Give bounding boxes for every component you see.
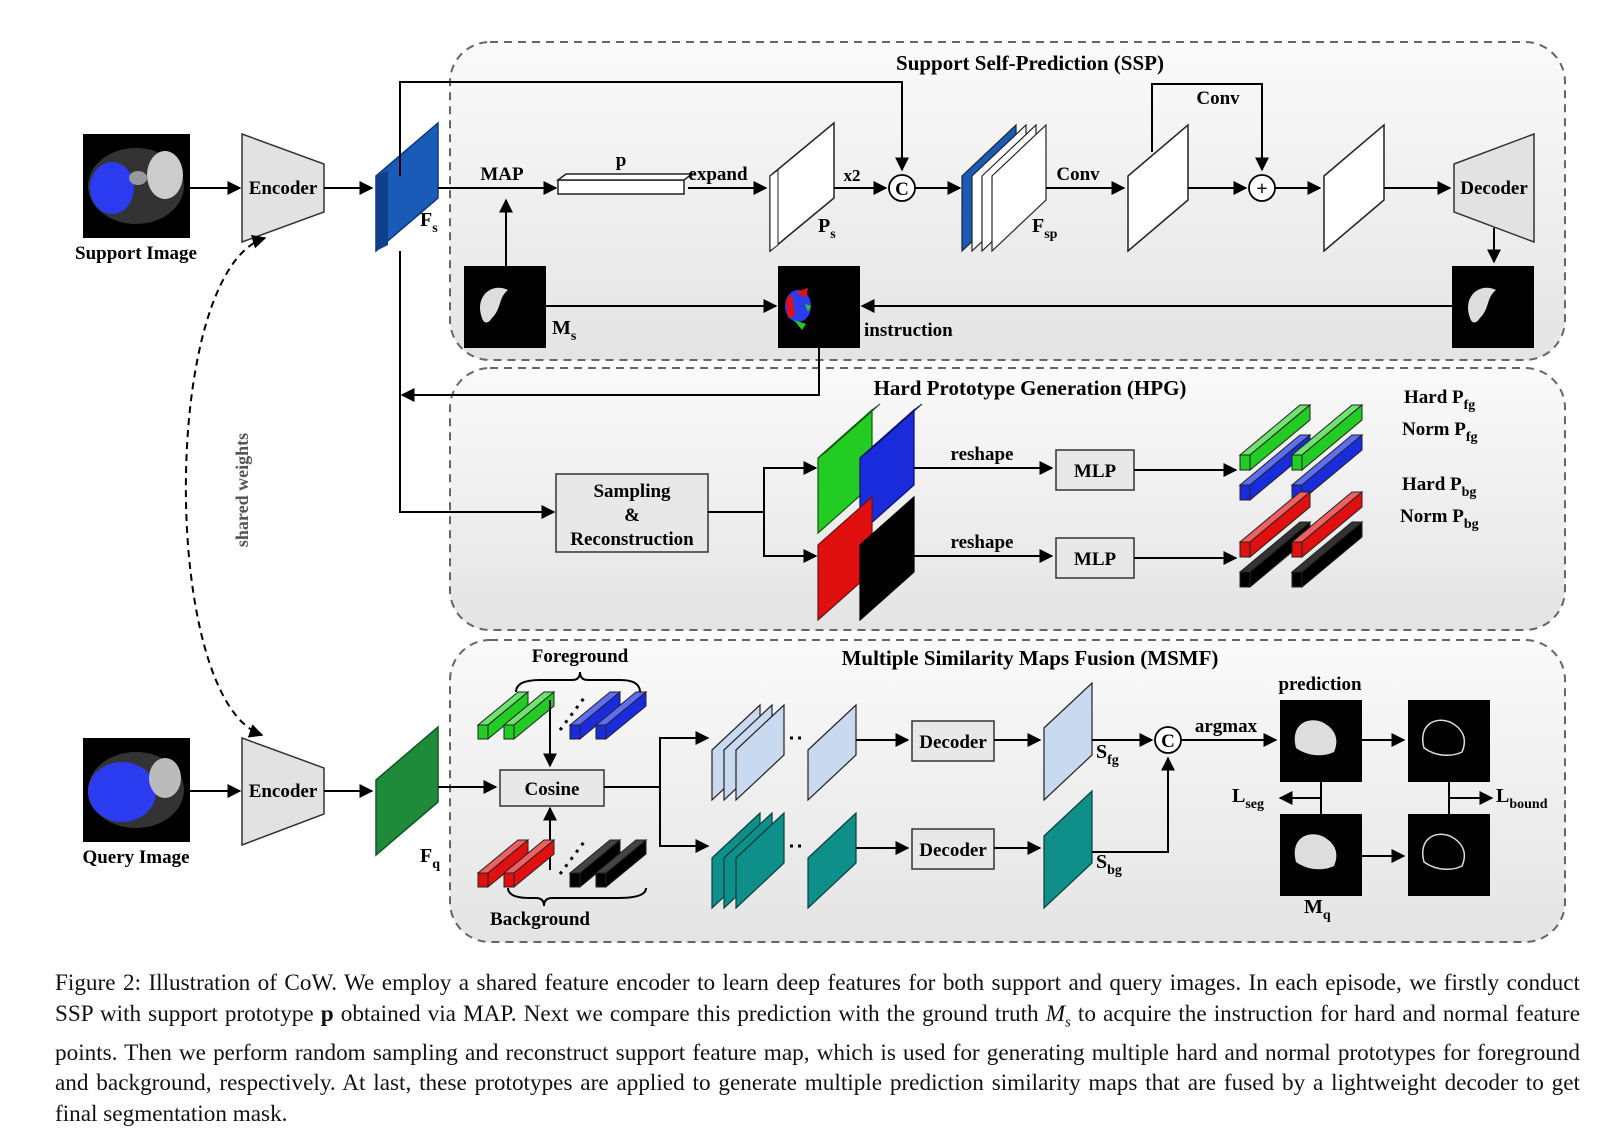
reshape-label-1: reshape: [951, 444, 1014, 465]
caption-part-1: Figure 2: Illustration of CoW. We employ…: [55, 970, 1580, 1027]
foreground-brace: [515, 671, 641, 693]
bg-prototype-stack: [476, 838, 648, 889]
bg-similarity-maps: [711, 811, 857, 910]
hpg-title: Hard Prototype Generation (HPG): [874, 376, 1187, 400]
query-encoder: [241, 736, 325, 847]
background-label: Background: [490, 909, 590, 930]
svg-text:MLP: MLP: [1074, 461, 1117, 482]
fg-feature-maps: [817, 403, 923, 535]
svg-text:Reconstruction: Reconstruction: [570, 529, 694, 550]
support-mask-ms: [464, 266, 546, 348]
ssp-prediction-mask: [1452, 266, 1534, 348]
caption-part-2: obtained via MAP. Next we compare this p…: [333, 1000, 1046, 1027]
expand-label: expand: [688, 164, 748, 185]
svg-text:MLP: MLP: [1074, 549, 1117, 570]
figure-caption: Figure 2: Illustration of CoW. We employ…: [55, 968, 1580, 1129]
svg-text:Decoder: Decoder: [919, 840, 987, 861]
svg-text:Decoder: Decoder: [919, 732, 987, 753]
hard-pbg-label: Hard Pbg: [1402, 474, 1476, 500]
msmf-title: Multiple Similarity Maps Fusion (MSMF): [842, 646, 1219, 670]
ssp-decoder: [1453, 132, 1535, 244]
arrow-instruction-to-hpg: [400, 348, 820, 402]
msmf-panel: [449, 639, 1566, 943]
prototype-p: [557, 179, 685, 195]
sbg-map: [1043, 789, 1093, 910]
query-encoder-label: Encoder: [249, 781, 318, 802]
conv-label-2: Conv: [1196, 88, 1240, 109]
norm-pbg-label: Norm Pbg: [1400, 506, 1479, 532]
prediction-mask: [1280, 700, 1362, 782]
gt-boundary: [1408, 814, 1490, 896]
argmax-label: argmax: [1195, 716, 1258, 737]
cosine-box: [499, 769, 605, 807]
svg-text:C: C: [895, 179, 909, 200]
norm-pfg-label: Norm Pfg: [1402, 419, 1478, 445]
mq-label: Mq: [1304, 896, 1331, 923]
x2-label: x2: [844, 166, 861, 185]
svg-text:+: +: [1256, 178, 1267, 200]
instruction-label: instruction: [864, 320, 953, 341]
method-diagram: Support Self-Prediction (SSP) Hard Proto…: [75, 41, 1566, 943]
background-brace: [507, 887, 647, 907]
sbg-label: Sbg: [1096, 851, 1122, 878]
arrow-fs-to-sampling: [399, 251, 556, 519]
ssp-title: Support Self-Prediction (SSP): [896, 51, 1164, 75]
svg-text:C: C: [1161, 731, 1175, 752]
shared-weights-label: shared weights: [232, 433, 252, 547]
caption-prototype-p: p: [320, 1000, 334, 1027]
lseg-label: Lseg: [1232, 785, 1264, 812]
mlp-bg-box: [1055, 537, 1135, 579]
sfg-map: [1043, 681, 1093, 802]
lbound-label: Lbound: [1496, 785, 1548, 812]
fg-similarity-maps: [711, 703, 857, 802]
ground-truth-mq: [1280, 814, 1362, 896]
svg-text:&: &: [624, 505, 640, 526]
prediction-boundary: [1408, 700, 1490, 782]
bg-feature-maps: [817, 495, 915, 622]
support-encoder: [241, 132, 325, 244]
mlp-fg-box: [1055, 449, 1135, 491]
support-image-label: Support Image: [75, 243, 197, 264]
caption-math-ms: Ms: [1045, 1000, 1071, 1031]
fsp-block: [961, 123, 1047, 253]
conv-block-1: [1127, 123, 1189, 253]
sampling-reconstruction-box: [555, 473, 709, 553]
svg-text:Cosine: Cosine: [525, 779, 580, 800]
instruction-map: [778, 266, 860, 348]
residual-path: [1151, 83, 1269, 172]
shared-weights-link: [184, 235, 267, 738]
hard-norm-fg-prototypes: [1238, 403, 1364, 502]
hard-norm-bg-prototypes: [1238, 490, 1364, 589]
p-label: p: [616, 150, 627, 171]
ms-label: Ms: [552, 317, 577, 344]
query-image: [83, 738, 190, 842]
skip-fs-to-concat: [399, 81, 909, 176]
support-encoder-label: Encoder: [249, 178, 318, 199]
conv-label-1: Conv: [1056, 164, 1100, 185]
ssp-decoder-label: Decoder: [1460, 178, 1528, 199]
caption-part-3: to acquire the instruction for hard and …: [55, 1000, 1580, 1127]
fs-label: Fs: [420, 209, 438, 236]
foreground-label: Foreground: [532, 646, 629, 667]
svg-text:Sampling: Sampling: [593, 481, 671, 502]
fq-label: Fq: [420, 845, 440, 872]
fsp-label: Fsp: [1032, 215, 1058, 242]
hard-pfg-label: Hard Pfg: [1404, 387, 1475, 413]
map-label: MAP: [480, 164, 524, 185]
query-feature-fq: [375, 725, 439, 857]
prediction-label: prediction: [1278, 674, 1361, 695]
query-image-label: Query Image: [82, 847, 189, 868]
reshape-label-2: reshape: [951, 532, 1014, 553]
conv-block-2: [1323, 123, 1385, 253]
sfg-label: Sfg: [1096, 741, 1119, 768]
ps-label: Ps: [818, 215, 836, 242]
support-image: [83, 134, 190, 238]
fg-prototype-stack: [476, 690, 648, 741]
